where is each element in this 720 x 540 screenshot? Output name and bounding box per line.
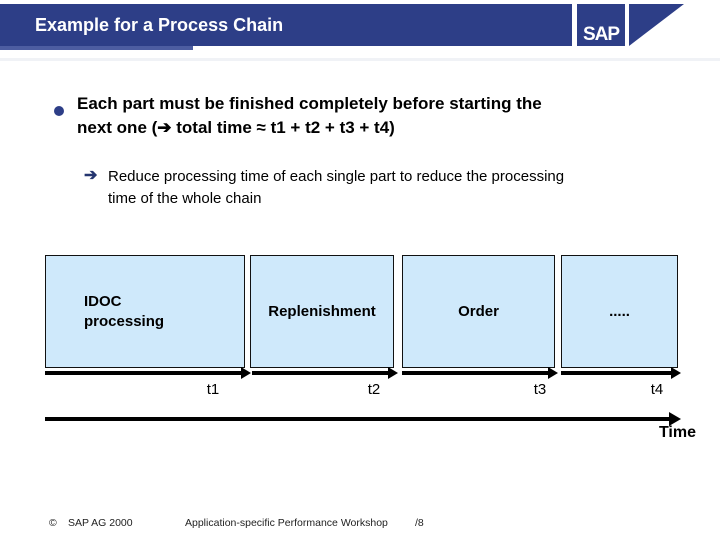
footer-page-number: /8 [415,517,424,529]
sub-bullet-text: Reduce processing time of each single pa… [108,168,565,207]
page-title: Example for a Process Chain [35,15,284,35]
duration-arrowhead-t2 [388,367,398,379]
header-divider [0,58,720,61]
duration-arrow-t1 [45,371,241,375]
time-segment-label-t2: t2 [367,381,381,398]
sap-logo: SAP [577,4,625,46]
duration-arrowhead-t3 [548,367,558,379]
duration-arrowhead-t1 [241,367,251,379]
time-segment-label-t3: t3 [533,381,547,398]
sap-logo-text: SAP [582,24,620,45]
process-box-label: Replenishment [268,302,376,320]
duration-arrowhead-t4 [671,367,681,379]
process-box-label: Order [458,302,499,320]
bullet-icon [54,106,64,116]
process-box-idoc: IDOC processing [45,255,245,368]
process-box-label: IDOC processing [84,292,165,330]
process-box-replenishment: Replenishment [250,255,394,368]
duration-arrow-t2 [252,371,388,375]
duration-arrow-t3 [402,371,548,375]
process-box-label: ..... [609,302,630,320]
time-segment-label-t1: t1 [206,381,220,398]
copyright-icon: © [49,517,57,529]
process-box-order: Order [402,255,555,368]
main-bullet-text: Each part must be finished completely be… [77,94,542,137]
process-box-etc: ..... [561,255,678,368]
time-axis-arrow [45,417,669,421]
footer-copyright: SAP AG 2000 [68,517,133,529]
time-axis-arrowhead [669,412,681,426]
header-bar: Example for a Process Chain [0,4,572,46]
sub-bullet-arrow-icon: ➔ [84,167,98,184]
footer-workshop-title: Application-specific Performance Worksho… [185,517,388,529]
sap-logo-triangle [629,4,684,46]
header-accent-strip [0,46,193,50]
duration-arrow-t4 [561,371,671,375]
time-axis-label: Time [658,424,696,441]
time-segment-label-t4: t4 [650,381,664,398]
